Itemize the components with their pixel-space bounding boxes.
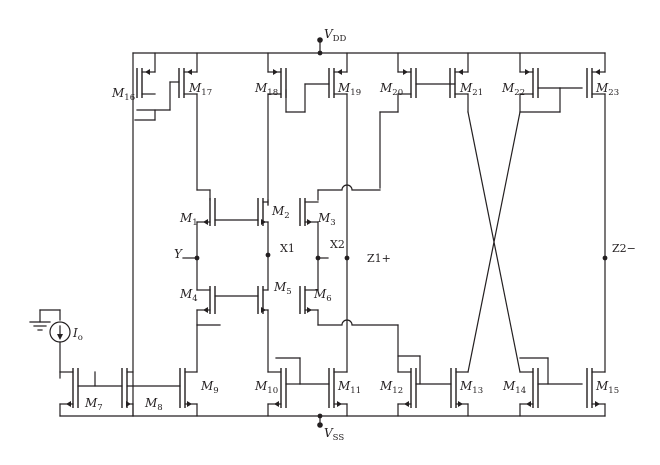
pmos-m18 — [267, 52, 287, 206]
label-m6: M6 — [313, 287, 332, 304]
vdd-rail — [132, 37, 606, 56]
nmos-m15 — [586, 368, 606, 417]
node-z2-label: Z2− — [612, 242, 636, 255]
label-m3: M3 — [317, 211, 336, 228]
pmos-m19 — [285, 52, 348, 373]
label-m20: M20 — [379, 81, 403, 98]
label-m21: M21 — [459, 81, 483, 98]
current-source-io — [29, 309, 71, 373]
node-x1-label: X1 — [280, 242, 295, 255]
node-y-wires — [182, 221, 200, 291]
pmos-m16 — [132, 52, 156, 417]
label-m16: M16 — [111, 86, 135, 103]
vdd-label: VDD — [324, 27, 346, 44]
nmos-m5 — [257, 286, 269, 373]
nmos-m6 — [299, 286, 399, 373]
cross-wires — [467, 111, 521, 373]
label-m19: M19 — [337, 81, 361, 98]
pmos-m17 — [134, 52, 198, 191]
pmos-m20 — [379, 52, 456, 189]
label-m22: M22 — [501, 81, 525, 98]
node-x2-label: X2 — [330, 238, 345, 251]
vss-rail — [59, 413, 606, 428]
nmos-m10 — [267, 357, 330, 417]
label-m23: M23 — [595, 81, 619, 98]
pmos-m23 — [586, 52, 606, 373]
nmos-m1 — [196, 189, 259, 226]
label-m11: M11 — [337, 379, 361, 396]
label-m1: M1 — [179, 211, 198, 228]
nmos-m7 — [59, 368, 123, 417]
nmos-m2 — [257, 198, 269, 256]
label-m7: M7 — [84, 396, 103, 413]
label-m5: M5 — [273, 280, 292, 297]
label-m15: M15 — [595, 379, 619, 396]
vss-label: VSS — [324, 426, 344, 443]
label-m10: M10 — [254, 379, 278, 396]
pmos-m21 — [449, 52, 469, 113]
label-m14: M14 — [502, 379, 526, 396]
node-x1-wires — [265, 252, 271, 291]
current-source-label: Io — [72, 326, 83, 343]
label-m18: M18 — [254, 81, 278, 98]
nmos-m11 — [328, 368, 348, 417]
nmos-m3 — [299, 184, 381, 259]
node-z1-label: Z1+ — [367, 252, 391, 265]
label-m9: M9 — [200, 379, 219, 396]
nmos-m8 — [121, 368, 181, 417]
nmos-m9 — [179, 368, 198, 417]
node-z2-wires — [602, 255, 608, 261]
node-z1-dot — [344, 255, 350, 261]
label-m17: M17 — [188, 81, 212, 98]
label-m8: M8 — [144, 396, 163, 413]
nmos-m13 — [450, 368, 469, 417]
label-m13: M13 — [459, 379, 483, 396]
node-y-label: Y — [174, 247, 183, 261]
nmos-m12 — [397, 355, 452, 417]
nmos-m14 — [519, 357, 583, 417]
pmos-m22 — [519, 52, 583, 113]
label-m4: M4 — [179, 287, 198, 304]
label-m12: M12 — [379, 379, 403, 396]
nmos-m4 — [196, 286, 259, 373]
node-x2-wires — [315, 255, 329, 291]
label-m2: M2 — [271, 204, 290, 221]
